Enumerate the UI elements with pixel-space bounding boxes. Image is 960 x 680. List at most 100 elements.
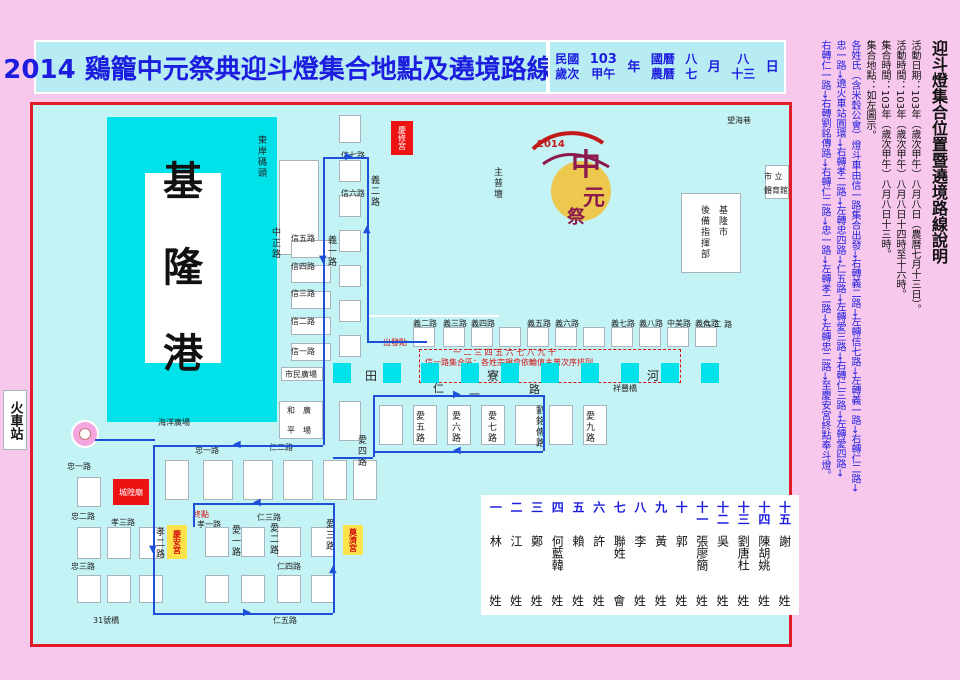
date-col-5: 八七 — [685, 52, 698, 81]
block — [413, 327, 435, 347]
route-segment — [323, 157, 369, 159]
route-arrow-left: ◀ — [453, 445, 461, 456]
heping-c: 平 — [287, 426, 295, 435]
road-zhong2: 忠二路 — [71, 512, 95, 521]
canal-segment — [541, 363, 559, 383]
order-col-9: 九黃姓 — [653, 501, 668, 608]
route-segment — [373, 451, 543, 453]
block — [527, 327, 549, 347]
block — [339, 195, 361, 217]
canal-segment — [333, 363, 351, 383]
block — [77, 575, 101, 603]
route-arrow-right: ▶ — [243, 607, 251, 618]
block — [447, 405, 471, 445]
festival-logo: 2014 中 元 祭 — [523, 119, 619, 229]
rotation-order-table: 一林姓 二江姓 三鄭姓 四何藍韓姓 五賴姓 六許姓 七聯姓會 八李姓 九黃姓 十… — [481, 495, 799, 615]
train-station: 火車站 — [3, 390, 27, 450]
side-date: 活動日期：103年（歲次甲午）八月八日（農曆七月十三日）。 — [909, 40, 920, 315]
road-ai1: 愛一路 — [230, 525, 240, 558]
east-pier-label: 東岸碼頭 — [256, 135, 266, 179]
canal-segment — [661, 363, 679, 383]
route-segment — [543, 395, 545, 451]
block — [205, 575, 229, 603]
road-yi9: 義九路 — [695, 319, 719, 328]
order-col-14: 十四陳胡姚姓 — [756, 501, 771, 608]
date-col-8: 日 — [765, 59, 779, 75]
road-xin4: 信四路 — [291, 262, 315, 271]
road-yi6: 義六路 — [555, 319, 579, 328]
block — [139, 527, 163, 559]
xiangfeng-bridge: 祥豐橋 — [613, 384, 637, 393]
route-arrow-down: ▼ — [319, 254, 327, 265]
side-title: 迎斗燈集合位置暨遶境路線說明 — [929, 40, 948, 264]
heping-d: 場 — [303, 426, 311, 435]
route-segment — [153, 445, 323, 447]
order-col-8: 八李姓 — [632, 501, 647, 608]
date-col-1: 民國歲次 — [555, 52, 580, 81]
map-title: 2014 鷄籠中元祭典迎斗燈集合地點及遶境路線圖 — [3, 54, 579, 85]
route-segment — [373, 395, 375, 457]
road-xin7: 信七路 — [341, 151, 365, 160]
svg-text:中: 中 — [571, 148, 601, 183]
order-col-11: 十一張廖簡姓 — [694, 501, 709, 608]
order-col-12: 十二吳姓 — [715, 501, 730, 608]
road-yi2: 義二路 — [369, 175, 379, 208]
date-col-3: 年 — [627, 59, 641, 75]
svg-text:元: 元 — [583, 185, 605, 211]
route-description-panel: 迎斗燈集合位置暨遶境路線說明 活動日期：103年（歲次甲午）八月八日（農曆七月十… — [800, 40, 950, 670]
order-col-4: 四何藍韓姓 — [550, 501, 565, 608]
road-zhong1b: 忠一路 — [195, 446, 219, 455]
block — [353, 460, 377, 500]
city-gym-label-a: 市 立 — [764, 172, 783, 181]
side-route-1: 各姓氏（含米穀公會）燈斗車由信一路集合出發→右轉義二路→左轉信七路→左轉義一路→… — [849, 40, 860, 492]
road-xin5: 信五路 — [291, 234, 315, 243]
festival-logo-graphic: 2014 中 元 祭 — [531, 131, 611, 228]
road-yi5: 義五路 — [527, 319, 551, 328]
block — [339, 115, 361, 143]
road-xin6: 信六路 — [341, 189, 365, 198]
block — [277, 527, 301, 557]
title-banner: 2014 鷄籠中元祭典迎斗燈集合地點及遶境路線圖 — [3, 40, 579, 94]
block — [379, 405, 403, 445]
qingan-temple: 慶安宮 — [167, 525, 187, 559]
block — [323, 460, 347, 500]
road-ai4: 愛四路 — [356, 435, 366, 468]
route-arrow-left: ◀ — [233, 439, 241, 450]
route-segment — [153, 613, 333, 615]
road-yi2b: 義二路 — [413, 319, 437, 328]
block — [481, 405, 505, 445]
road-ren3: 仁三路 — [257, 513, 281, 522]
block — [369, 315, 499, 317]
side-gather-time: 集合時間：103年（歲次甲午）八月八日十三時。 — [879, 40, 890, 260]
river-tian: 田 — [365, 369, 378, 383]
logistics-label-2: 後備指揮部 — [699, 205, 709, 260]
block — [339, 265, 361, 287]
road-ren1-b: 一 — [469, 386, 480, 402]
route-arrow-left: ◀ — [253, 497, 261, 508]
logistics-label-1: 基隆市 — [717, 205, 727, 238]
zhupu-label: 主普壇 — [492, 167, 502, 200]
route-segment — [373, 395, 543, 397]
side-gather-place: 集合地點：如左圖示。 — [864, 40, 875, 140]
block — [413, 405, 437, 445]
canal-segment — [621, 363, 639, 383]
road-ai6: 愛六路 — [450, 411, 460, 444]
logistics-command — [681, 193, 741, 273]
side-time: 活動時間：103年（歲次甲午）八月八日十四時至十六時。 — [894, 40, 905, 300]
order-col-13: 十三劉唐杜姓 — [736, 501, 751, 608]
chenghuang-temple: 城隍廟 — [113, 479, 149, 505]
road-ai7: 愛七路 — [486, 411, 496, 444]
road-yi8: 義八路 — [639, 319, 663, 328]
route-segment — [367, 341, 427, 343]
block — [291, 265, 331, 283]
route-arrow-up: ▲ — [329, 564, 337, 575]
canal-segment — [701, 363, 719, 383]
block — [241, 575, 265, 603]
road-ai9: 愛九路 — [584, 411, 594, 444]
route-segment — [333, 457, 373, 459]
harbor-label: 基 隆 港 — [145, 159, 221, 377]
gathering-sequence: 一 二 三 四 五 六 七 八 九 十 — [453, 348, 556, 357]
order-col-10: 十郭姓 — [674, 501, 689, 608]
